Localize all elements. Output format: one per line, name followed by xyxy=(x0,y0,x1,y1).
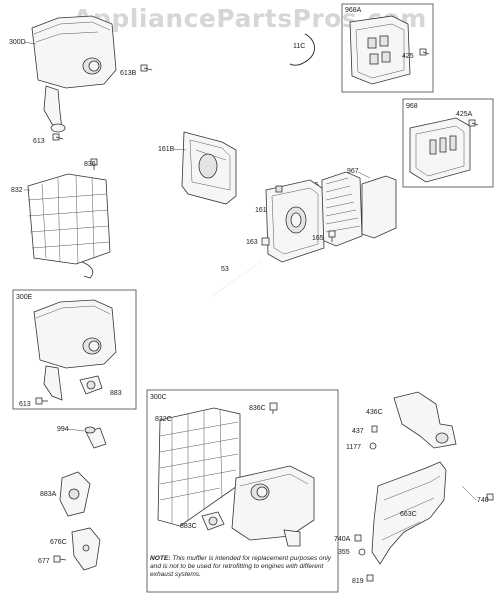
heat-shield-663C xyxy=(371,461,447,565)
screw-836 xyxy=(90,158,98,170)
filter-cover-968A xyxy=(349,15,411,85)
label-355: 355 xyxy=(338,549,350,556)
box-label-300E: 300E xyxy=(16,294,33,301)
box-968 xyxy=(402,98,494,188)
label-1177: 1177 xyxy=(346,444,361,451)
box-label-300C: 300C xyxy=(150,394,167,401)
gasket-883A xyxy=(59,471,91,517)
label-883: 883 xyxy=(110,390,122,397)
label-836: 836 xyxy=(84,161,96,168)
muffler-guard-832 xyxy=(27,173,111,279)
label-613-top: 613 xyxy=(33,138,45,145)
gasket-883 xyxy=(79,375,103,395)
box-300C xyxy=(146,389,339,593)
label-53: 53 xyxy=(221,266,229,273)
label-883A: 883A xyxy=(40,491,57,498)
label-425A: 425A xyxy=(456,111,473,118)
label-437: 437 xyxy=(352,428,364,435)
label-163: 163 xyxy=(246,239,258,246)
screw-740A xyxy=(354,534,362,542)
screw-425 xyxy=(419,48,430,56)
screw-677 xyxy=(53,555,67,563)
pre-cleaner-967 xyxy=(361,175,397,239)
label-425: 425 xyxy=(402,53,414,60)
replacement-note: NOTE: This muffler is intended for repla… xyxy=(150,555,340,579)
nut-1177 xyxy=(369,442,377,450)
bolt-819 xyxy=(366,574,374,582)
screw-437 xyxy=(371,425,378,433)
label-436C: 436C xyxy=(366,409,383,416)
label-740: 740 xyxy=(477,497,489,504)
gasket-883C xyxy=(201,511,225,531)
label-819: 819 xyxy=(352,578,364,585)
air-filter-445 xyxy=(321,171,363,247)
label-832C: 832C xyxy=(155,416,172,423)
label-161B: 161B xyxy=(158,146,175,153)
muffler-guard-832C xyxy=(157,407,241,527)
bolt-613-top xyxy=(52,133,64,141)
filter-cover-968 xyxy=(409,117,471,183)
screw-425A xyxy=(468,119,479,127)
note-prefix: NOTE: xyxy=(150,555,171,562)
label-883C: 883C xyxy=(180,523,197,530)
air-cleaner-base-161B xyxy=(181,131,237,205)
air-cleaner-base-161 xyxy=(265,179,325,263)
exhaust-elbow-436C xyxy=(393,391,457,449)
box-label-968A: 968A xyxy=(345,7,362,14)
gasket-163 xyxy=(261,237,270,246)
label-165: 165 xyxy=(312,235,324,242)
screw-740 xyxy=(486,493,494,501)
bolt-613B xyxy=(140,64,153,72)
label-677: 677 xyxy=(38,558,50,565)
label-161: 161 xyxy=(255,207,267,214)
label-832: 832 xyxy=(11,187,23,194)
label-994: 994 xyxy=(57,426,69,433)
breather-tube-11C xyxy=(289,33,315,66)
label-11C: 11C xyxy=(293,43,305,50)
muffler-300E xyxy=(33,299,117,401)
label-613-bottom: 613 xyxy=(19,401,31,408)
label-663C: 663C xyxy=(400,511,417,518)
muffler-300C xyxy=(231,465,315,547)
spark-arrester-994 xyxy=(84,426,107,449)
label-836C: 836C xyxy=(249,405,266,412)
bolt-613-bottom xyxy=(35,397,48,405)
label-740A: 740A xyxy=(334,536,351,543)
box-300E xyxy=(12,289,137,410)
screw-165 xyxy=(328,230,336,242)
washer-355 xyxy=(358,548,366,556)
deflector-676C xyxy=(71,527,101,571)
muffler-300D xyxy=(31,15,117,133)
label-967: 967 xyxy=(347,168,359,175)
label-613B: 613B xyxy=(120,70,137,77)
note-text: This muffler is intended for replacement… xyxy=(150,555,332,578)
stud-53 xyxy=(211,261,261,297)
label-300D: 300D xyxy=(9,39,26,46)
box-label-968: 968 xyxy=(406,103,418,110)
label-676C: 676C xyxy=(50,539,67,546)
screw-836C xyxy=(269,402,278,414)
box-968A xyxy=(341,3,434,93)
